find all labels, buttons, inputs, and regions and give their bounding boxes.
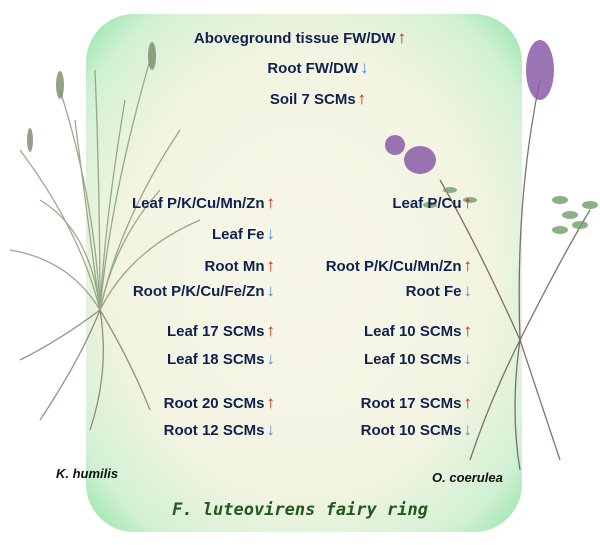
left-item: Root 20 SCMs↑ <box>164 394 275 413</box>
arrow-down-icon: ↓ <box>266 349 276 368</box>
left-item: Leaf 17 SCMs↑ <box>167 322 275 341</box>
left-item: Leaf P/K/Cu/Mn/Zn↑ <box>132 194 275 213</box>
item-label: Aboveground tissue FW/DW <box>193 30 396 47</box>
item-label: Root 12 SCMs <box>163 422 265 439</box>
aboveground-fwdw-item: Aboveground tissue FW/DW↑ <box>0 29 600 48</box>
item-label: Root Mn <box>204 258 265 275</box>
item-label: Soil 7 SCMs <box>269 91 356 108</box>
fairy-ring-zone <box>86 14 522 532</box>
arrow-up-icon: ↑ <box>463 193 473 212</box>
item-label: Leaf Fe <box>211 226 265 243</box>
arrow-down-icon: ↓ <box>463 349 473 368</box>
arrow-up-icon: ↑ <box>463 321 473 340</box>
species-label-left: K. humilis <box>56 466 119 481</box>
grass-seed-heads <box>27 42 156 152</box>
item-label: Leaf 10 SCMs <box>363 323 462 340</box>
arrow-down-icon: ↓ <box>360 58 369 77</box>
arrow-up-icon: ↑ <box>357 89 367 108</box>
arrow-up-icon: ↑ <box>266 321 276 340</box>
item-label: Root 20 SCMs <box>163 395 265 412</box>
left-item: Root 12 SCMs↓ <box>164 421 275 440</box>
right-item: Leaf 10 SCMs↑ <box>364 322 472 341</box>
arrow-up-icon: ↑ <box>463 256 473 275</box>
fairy-ring-caption: F. luteovirens fairy ring <box>172 500 428 520</box>
arrow-down-icon: ↓ <box>463 420 473 439</box>
right-item: Root 10 SCMs↓ <box>361 421 472 440</box>
right-item: Leaf P/Cu↑ <box>392 194 472 213</box>
grass-plant-illustration <box>9 59 201 431</box>
item-label: Root 10 SCMs <box>360 422 462 439</box>
item-label: Root P/K/Cu/Fe/Zn <box>132 283 265 300</box>
arrow-up-icon: ↑ <box>463 393 473 412</box>
item-label: Leaf P/K/Cu/Mn/Zn <box>132 195 265 212</box>
item-label: Leaf 10 SCMs <box>363 351 462 368</box>
soil-scms-item: Soil 7 SCMs↑ <box>0 90 600 109</box>
arrow-up-icon: ↑ <box>266 193 276 212</box>
item-label: Leaf 18 SCMs <box>166 351 265 368</box>
item-label: Root FW/DW <box>267 60 359 77</box>
left-item: Root P/K/Cu/Fe/Zn↓ <box>133 282 275 301</box>
left-item: Root Mn↑ <box>205 257 275 276</box>
legume-flowers <box>385 40 554 174</box>
item-label: Root 17 SCMs <box>360 395 462 412</box>
item-label: Root Fe <box>405 283 462 300</box>
arrow-down-icon: ↓ <box>463 281 473 300</box>
item-label: Leaf 17 SCMs <box>166 323 265 340</box>
legume-leaves <box>423 187 598 234</box>
arrow-up-icon: ↑ <box>266 393 276 412</box>
right-item: Root 17 SCMs↑ <box>361 394 472 413</box>
right-item: Root Fe↓ <box>406 282 472 301</box>
arrow-down-icon: ↓ <box>266 224 276 243</box>
item-label: Leaf P/Cu <box>392 195 462 212</box>
arrow-up-icon: ↑ <box>266 256 276 275</box>
left-item: Leaf 18 SCMs↓ <box>167 350 275 369</box>
arrow-down-icon: ↓ <box>266 420 276 439</box>
arrow-down-icon: ↓ <box>266 281 276 300</box>
right-item: Leaf 10 SCMs↓ <box>364 350 472 369</box>
right-item: Root P/K/Cu/Mn/Zn↑ <box>326 257 472 276</box>
species-label-right: O. coerulea <box>432 470 503 485</box>
left-item: Leaf Fe↓ <box>212 225 275 244</box>
item-label: Root P/K/Cu/Mn/Zn <box>325 258 462 275</box>
arrow-up-icon: ↑ <box>397 28 407 47</box>
root-fwdw-item: Root FW/DW↓ <box>0 59 600 78</box>
legume-plant-illustration <box>439 79 591 471</box>
